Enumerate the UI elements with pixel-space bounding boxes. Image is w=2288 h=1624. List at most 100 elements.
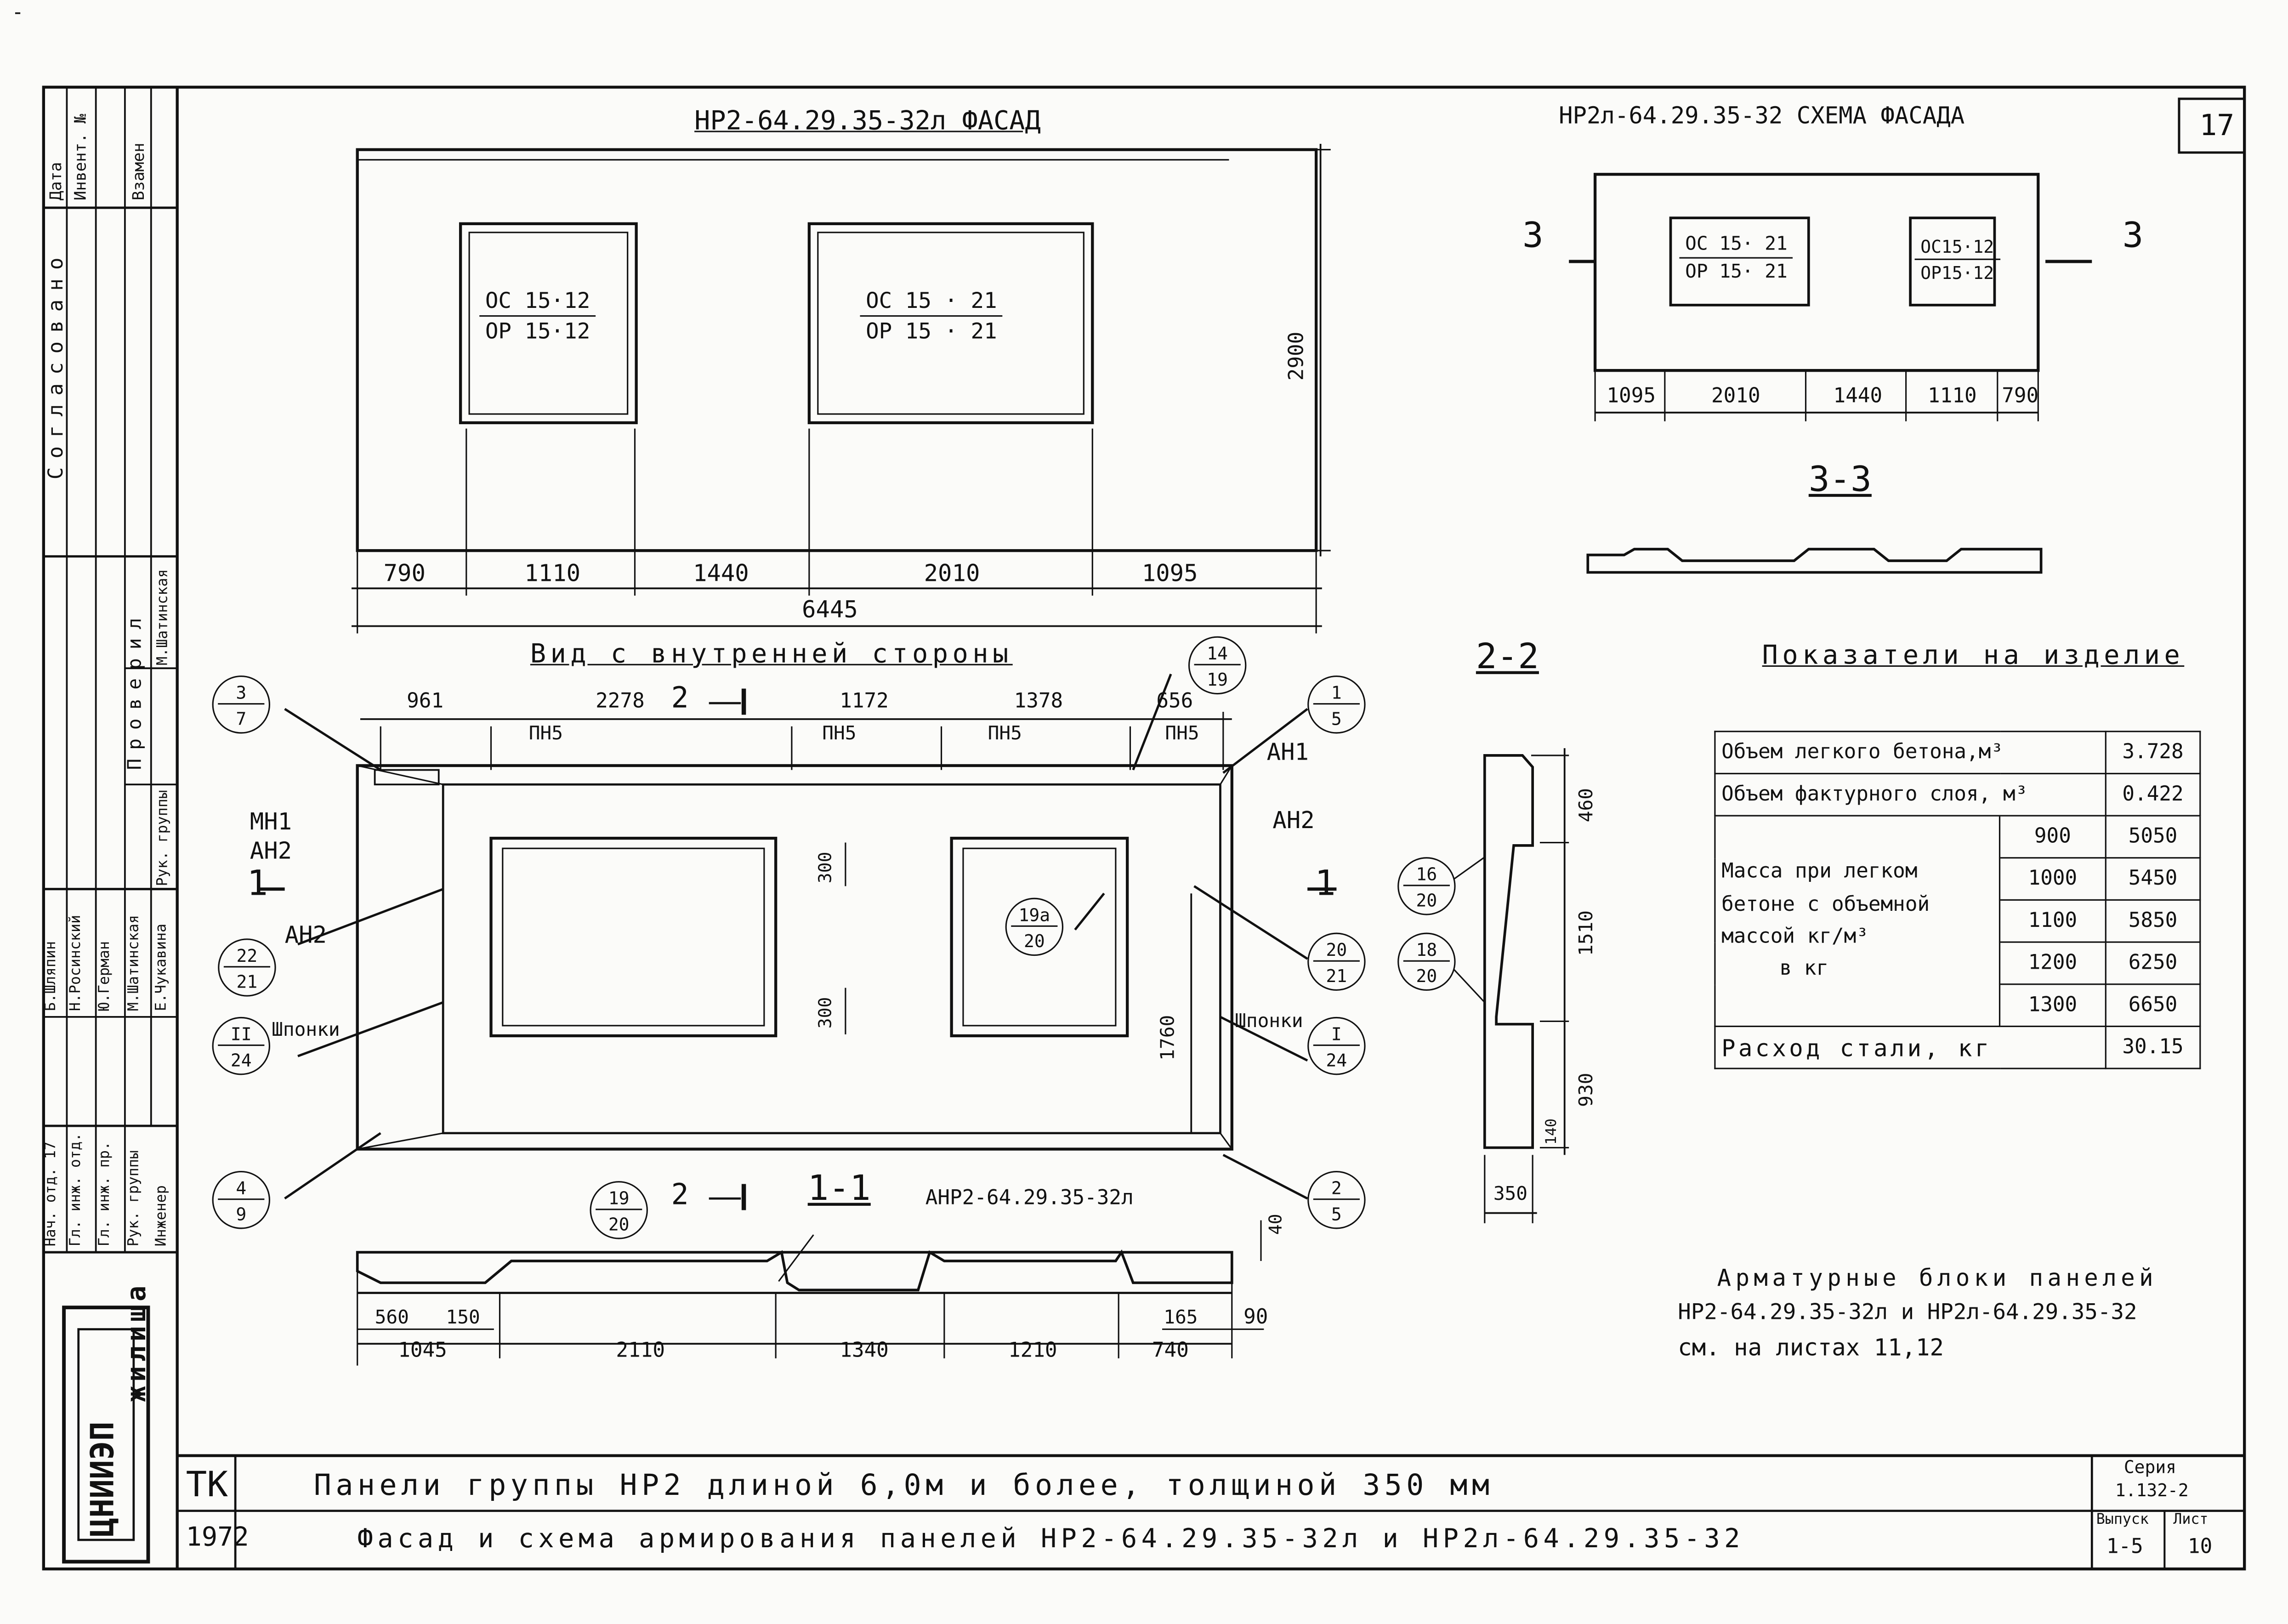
stamp-role-5: Инженер <box>154 1185 170 1247</box>
mass-cell: 6650 <box>2105 983 2201 1028</box>
issue-value: 1-5 <box>2106 1535 2143 1559</box>
callout-num: 14 <box>1207 643 1228 664</box>
table-row: 1100 5850 <box>1715 899 2201 943</box>
callout-den: 20 <box>1416 890 1437 911</box>
section-1-1-dim-150: 150 <box>446 1307 480 1329</box>
window-bottom: ОР15·12 <box>1920 263 1994 284</box>
stamp-role-2: Гл. инж. отд. <box>68 1132 85 1247</box>
pn-label-2: ПН5 <box>822 723 857 745</box>
stamp-col-inventory: Инвент. № <box>71 114 91 201</box>
label-an2-right: АН2 <box>1272 806 1315 834</box>
scheme-dim-2: 2010 <box>1711 385 1760 409</box>
inner-dim-5: 656 <box>1156 690 1193 714</box>
callout-num: 19 <box>608 1188 630 1209</box>
sheet-number: 17 <box>2199 107 2235 142</box>
callout-num: 4 <box>236 1178 247 1199</box>
label-mn1: МН1 <box>250 807 292 835</box>
callout-num: I <box>1331 1024 1342 1045</box>
window-bottom: ОР 15·12 <box>485 318 590 345</box>
section-1-1-block-label: АНР2-64.29.35-32л <box>925 1187 1134 1210</box>
facade-dim-2: 1110 <box>524 559 581 587</box>
facade-total: 6445 <box>802 596 858 624</box>
callout-den: 20 <box>1416 966 1437 987</box>
table-row: Объем фактурного слоя, м³ 0.422 <box>1714 772 2201 817</box>
section-1-1-dim-1045: 1045 <box>398 1339 447 1363</box>
scheme-dim-5: 790 <box>2002 385 2039 409</box>
window-top: ОС15·12 <box>1914 238 2000 260</box>
window-top: ОС 15 · 21 <box>860 290 1003 317</box>
scheme-window-2-label: ОС15·12 ОР15·12 <box>1914 238 2000 284</box>
cut-1-left: 1 <box>247 863 268 904</box>
section-3-3-title: 3-3 <box>1808 459 1872 500</box>
density-cell: 1200 <box>1998 941 2106 985</box>
section-1-1-mark: 2 <box>671 1176 689 1212</box>
series-value: 1.132-2 <box>2115 1480 2189 1501</box>
section-1-1-title: 1-1 <box>807 1168 871 1209</box>
label-an1: АН1 <box>1266 738 1309 766</box>
stamp-approved-label: Согласовано <box>45 249 68 480</box>
facade-dim-3: 1440 <box>693 559 749 587</box>
title-line-2: Фасад и схема армирования панелей НР2-64… <box>357 1524 1744 1555</box>
callout-den: 9 <box>236 1204 247 1225</box>
label-an2-left-lower: АН2 <box>284 921 327 949</box>
mass-label-line: в кг <box>1779 958 1829 982</box>
mass-label-line: Масса при легком <box>1721 860 1918 884</box>
mass-cell: 5050 <box>2105 815 2201 859</box>
mass-cell: 6250 <box>2105 941 2201 985</box>
pn-label-4: ПН5 <box>1165 723 1199 745</box>
steel-value: 30.15 <box>2105 1025 2201 1069</box>
inner-dim-2: 2278 <box>596 690 645 714</box>
pn-label-3: ПН5 <box>988 723 1022 745</box>
section-2-2-dim-930: 930 <box>1576 1073 1598 1107</box>
facade-dim-1: 790 <box>383 559 426 587</box>
table-row: 1000 5450 <box>1715 857 2201 901</box>
stamp-col-date: Дата <box>46 162 66 201</box>
window-top: ОС 15· 21 <box>1679 235 1794 259</box>
window-bottom: ОР 15 · 21 <box>866 318 997 345</box>
callout-num: 16 <box>1416 864 1437 885</box>
inner-section-mark: 2 <box>671 680 689 715</box>
light-concrete-label: Объем легкого бетона,м³ <box>1714 731 2106 774</box>
sheet-label: Лист <box>2173 1512 2209 1528</box>
section-2-2-title: 2-2 <box>1476 636 1539 677</box>
section-2-2-dim-460: 460 <box>1576 788 1598 823</box>
stamp-role-1: Нач. отд. 17 <box>43 1141 60 1247</box>
scheme-cut-right: 3 <box>2122 215 2144 256</box>
window-top: ОС 15·12 <box>479 290 596 317</box>
table-row: Расход стали, кг 30.15 <box>1714 1025 2201 1069</box>
facade-dim-5: 1095 <box>1141 559 1198 587</box>
facade-title: НР2-64.29.35-32л ФАСАД <box>694 106 1041 137</box>
note-line-2: НР2-64.29.35-32л и НР2л-64.29.35-32 <box>1678 1299 2137 1325</box>
metrics-title: Показатели на изделие <box>1762 641 2185 671</box>
section-1-1-dim-560: 560 <box>375 1307 409 1329</box>
mass-cell: 5850 <box>2105 899 2201 943</box>
stamp-name-4: М.Шатинская <box>126 914 142 1011</box>
section-1-1-dim-165: 165 <box>1164 1307 1198 1329</box>
series-label: Серия <box>2123 1457 2177 1478</box>
callout-num: 18 <box>1416 940 1437 960</box>
inner-window-dim-2: 300 <box>815 997 835 1029</box>
section-1-1-dim-2110: 2110 <box>616 1339 665 1363</box>
issue-label: Выпуск <box>2096 1512 2149 1528</box>
org-suffix: жилища <box>122 1281 153 1402</box>
callout-num: 19а <box>1018 905 1050 926</box>
inner-view-title: Вид с внутренней стороны <box>530 639 1013 670</box>
callout-num: 20 <box>1326 940 1347 960</box>
table-row: Объем легкого бетона,м³ 3.728 <box>1714 731 2201 774</box>
table-row: 1200 6250 <box>1715 941 2201 985</box>
callout-num: 3 <box>236 682 247 704</box>
stamp-name-5: Е.Чукавина <box>154 923 170 1011</box>
section-1-1-dim-740: 740 <box>1152 1339 1189 1363</box>
section-2-2-dim-1510: 1510 <box>1576 910 1598 956</box>
stamp-role-4: Рук. группы <box>126 1150 142 1247</box>
stamp-checked-label: Проверил <box>125 609 147 770</box>
section-2-2-dim-140: 140 <box>1544 1119 1561 1145</box>
